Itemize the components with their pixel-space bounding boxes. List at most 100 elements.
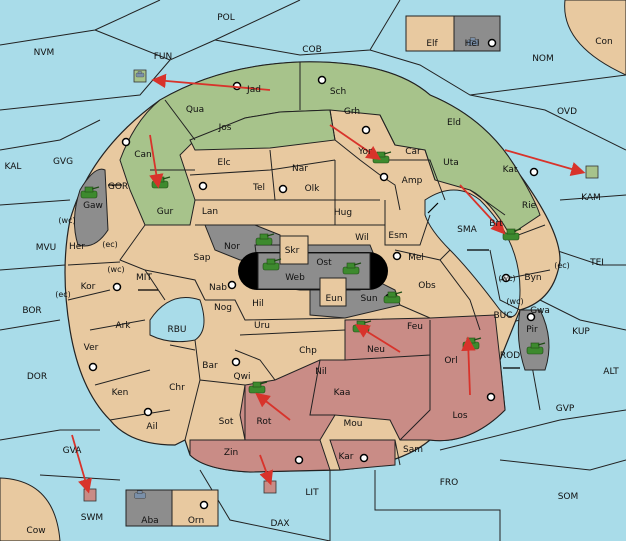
region-label: Hel: [465, 39, 480, 49]
region-label: Gur: [157, 207, 174, 217]
region-label: Cow: [26, 526, 45, 536]
region-label: Wil: [355, 233, 369, 243]
region-label: Kar: [339, 452, 354, 462]
region-label: Sch: [330, 87, 346, 97]
region-label: OVD: [557, 107, 577, 117]
region-label: Zin: [224, 448, 238, 458]
region-label: Uru: [254, 321, 270, 331]
region-label: Nar: [292, 164, 308, 174]
region-label: Bar: [202, 361, 218, 371]
region-label: DOR: [27, 372, 47, 382]
region-label: Lan: [202, 207, 218, 217]
region-label: SOM: [558, 492, 579, 502]
region-label: Mou: [344, 419, 363, 429]
region-label: Byn: [524, 273, 541, 283]
region-label: Yor: [357, 147, 372, 157]
region-label: Sap: [194, 253, 211, 263]
region-label: Ost: [316, 258, 332, 268]
region-label: SWM: [81, 513, 103, 523]
region-label: (ec): [554, 261, 570, 270]
region-label: Obs: [418, 281, 436, 291]
region-label: Kaa: [334, 388, 351, 398]
region-label: ALT: [603, 367, 619, 377]
region-label: Eld: [447, 118, 461, 128]
region-label: Web: [285, 273, 305, 283]
region-label: KAM: [581, 193, 601, 203]
region-label: Feu: [407, 322, 423, 332]
region-label: Neu: [367, 345, 385, 355]
region-label: Nab: [209, 283, 227, 293]
region-label: Eun: [325, 294, 342, 304]
region-label: BUC: [493, 311, 512, 321]
region-label: Ken: [112, 388, 129, 398]
region-label: Pir: [526, 325, 538, 335]
region-label: Esm: [388, 231, 407, 241]
fleet-unit: [133, 69, 147, 83]
region-label: Orl: [444, 356, 457, 366]
region-label: Brt: [489, 219, 503, 229]
region-label: Rie: [522, 201, 537, 211]
region-label: RBU: [167, 325, 186, 335]
region-label: TEI: [589, 258, 604, 268]
region-label: Ail: [146, 422, 157, 432]
inner-sea-rbu: [149, 297, 205, 343]
region-label: Car: [405, 147, 421, 157]
region-label: Skr: [285, 246, 300, 256]
land-borders: [67, 62, 551, 466]
region-label: Kat: [503, 165, 518, 175]
region-label: GOR: [108, 182, 128, 192]
region-label: Tel: [252, 183, 265, 193]
region-label: Elc: [217, 158, 230, 168]
region-label: Aba: [141, 516, 158, 526]
region-label: MVU: [36, 243, 57, 253]
region-label: SMA: [457, 225, 477, 235]
region-label: (wc): [107, 265, 124, 274]
region-label: Her: [69, 242, 85, 252]
region-label: FUN: [154, 52, 173, 62]
region-label: MIT: [136, 273, 152, 283]
region-label: Sun: [360, 294, 377, 304]
region-label: Sot: [219, 417, 234, 427]
region-label: COB: [302, 45, 322, 55]
region-label: Hug: [334, 208, 352, 218]
region-label: GVP: [556, 404, 575, 414]
region-label: Grh: [344, 107, 360, 117]
region-label: Olk: [305, 184, 321, 194]
fleet-unit: [83, 488, 97, 502]
region-label: Amp: [402, 176, 423, 186]
region-label: GVG: [53, 157, 73, 167]
region-label: Los: [452, 411, 467, 421]
region-label: Hil: [252, 299, 264, 309]
region-label: Sam: [403, 445, 423, 455]
region-label: (ec): [55, 290, 71, 299]
region-label: NOM: [532, 54, 554, 64]
region-label: Gwa: [530, 306, 550, 316]
region-label: Can: [134, 150, 152, 160]
region-label: Mel: [408, 253, 424, 263]
region-label: Rot: [257, 417, 272, 427]
region-label: (wc): [498, 274, 515, 283]
region-label: (ec): [102, 240, 118, 249]
order-arrows: [71, 73, 586, 494]
red-region: [239, 314, 506, 442]
region-label: FRO: [440, 478, 459, 488]
region-label: BOR: [22, 306, 41, 316]
fleet-unit: [263, 480, 277, 494]
region-label: Qwi: [234, 372, 251, 382]
skr-land: [279, 235, 309, 265]
region-label: Jos: [218, 123, 232, 133]
region-label: Kor: [81, 282, 96, 292]
region-label: Chp: [299, 346, 317, 356]
region-label: Nil: [315, 367, 327, 377]
region-label: Nor: [224, 242, 240, 252]
region-label: POL: [217, 13, 235, 23]
region-label: Ver: [84, 343, 99, 353]
region-label: (wc): [58, 216, 75, 225]
region-label: Con: [595, 37, 613, 47]
region-label: KUP: [572, 327, 590, 337]
region-label: Uta: [443, 158, 459, 168]
gray-pir: [517, 309, 550, 371]
